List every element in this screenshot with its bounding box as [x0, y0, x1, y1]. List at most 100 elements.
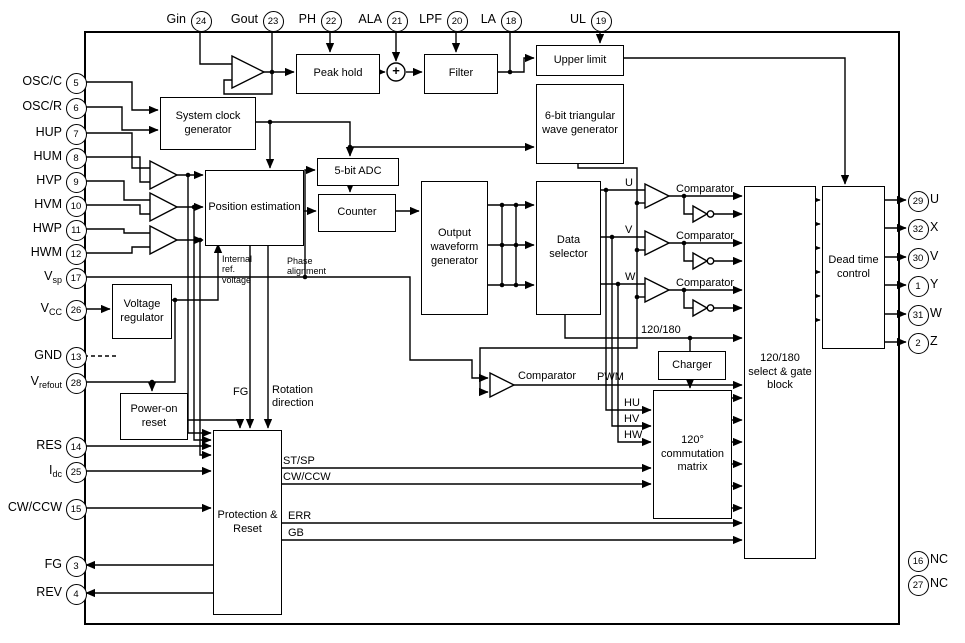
pin-circle: 28: [65, 372, 87, 394]
label-internal-ref: Internal ref. voltage: [222, 254, 253, 285]
pin-label-text: LA: [480, 12, 496, 26]
pin-label-text: U: [930, 192, 940, 206]
pin-circle: 4: [65, 583, 87, 605]
summing-node: [386, 62, 406, 82]
pin-label-text: V: [44, 269, 53, 283]
pin-label-text: OSC/R: [22, 99, 62, 113]
block-label: Peak hold: [313, 67, 363, 80]
pin-circle: 17: [65, 267, 87, 289]
pin-label-text: W: [930, 306, 942, 320]
pin-circle: 15: [65, 498, 87, 520]
pin-number: 11: [71, 224, 81, 236]
block-pos-est: Position estimation: [205, 170, 304, 246]
pin-number: 19: [595, 15, 607, 27]
pin-label-text: HUM: [33, 149, 62, 163]
pin-label: Z: [930, 334, 938, 348]
block-label: Data selector: [549, 234, 588, 260]
pin-label-text: UL: [570, 12, 586, 26]
pin-label: GND: [0, 348, 62, 362]
pin-circle: 7: [65, 123, 87, 145]
pin-label: CW/CCW: [0, 500, 62, 514]
pin-number: 10: [70, 200, 82, 212]
block-label: Dead time control: [828, 253, 879, 280]
label-comparator-pwm: Comparator: [518, 370, 577, 382]
pin-circle: 27: [907, 574, 929, 596]
pin-circle: 22: [320, 10, 342, 32]
pin-label-text: NC: [930, 576, 949, 590]
pin-circle: 2: [907, 332, 929, 354]
pin-label: UL: [542, 12, 586, 26]
pin-label-text: Y: [930, 277, 939, 291]
label-comparator-u: Comparator: [676, 183, 735, 195]
label-hv: HV: [624, 413, 640, 425]
pin-circle: 29: [907, 190, 929, 212]
inverter-u-bubble: [706, 210, 715, 218]
pin-label: PH: [272, 12, 316, 26]
pin-number: 12: [70, 248, 82, 260]
pin-circle: 6: [65, 97, 87, 119]
block-dead-time: Dead time control: [822, 186, 885, 349]
pin-number: 28: [70, 377, 82, 389]
pin-number: 17: [70, 272, 82, 284]
label-fg: FG: [233, 386, 249, 398]
pin-circle: 20: [446, 10, 468, 32]
pin-label-text: NC: [930, 552, 949, 566]
pin-label: HVM: [0, 197, 62, 211]
pin-number: 6: [73, 102, 79, 114]
label-comparator-w: Comparator: [676, 277, 735, 289]
pin-label-subscript: sp: [52, 275, 62, 285]
pin-label: X: [930, 220, 938, 234]
pin-number: 31: [912, 309, 924, 321]
block-label: System clock generator: [175, 109, 241, 136]
pin-label-text: Z: [930, 334, 938, 348]
pin-label-text: CW/CCW: [7, 500, 62, 514]
block-label: Protection & Reset: [217, 508, 278, 535]
pin-label: HWP: [0, 221, 62, 235]
pin-label: U: [930, 192, 939, 206]
pin-number: 30: [912, 252, 924, 264]
block-label: Counter: [337, 206, 377, 219]
block-filter: Filter: [424, 54, 498, 94]
pin-circle: 30: [907, 247, 929, 269]
pin-circle: 8: [65, 147, 87, 169]
pin-label: Y: [930, 277, 938, 291]
label-sig-v: V: [625, 224, 633, 236]
block-upper-limit: Upper limit: [536, 45, 624, 76]
pin-number: 3: [73, 560, 79, 572]
hall-amp-v-triangle: [149, 191, 179, 223]
pin-label: OSC/C: [0, 74, 62, 88]
pin-label: FG: [0, 557, 62, 571]
pin-circle: 16: [907, 550, 929, 572]
block-tri-gen: 6-bit triangular wave generator: [536, 84, 624, 164]
label-pwm: PWM: [597, 371, 624, 383]
block-label: 6-bit triangular wave generator: [542, 110, 618, 136]
pin-circle: 25: [65, 461, 87, 483]
pin-label-text: I: [49, 463, 53, 477]
pin-circle: 1: [907, 275, 929, 297]
block-owg: Output waveform generator: [421, 181, 488, 315]
block-protection: Protection & Reset: [213, 430, 282, 615]
label-cw-ccw: CW/CCW: [283, 471, 331, 483]
pin-circle: 14: [65, 436, 87, 458]
pin-circle: 13: [65, 346, 87, 368]
label-st-sp: ST/SP: [283, 455, 315, 467]
pin-label-text: HVM: [34, 197, 62, 211]
pin-label-text: Gin: [166, 12, 186, 26]
inverter-w-bubble: [706, 304, 715, 312]
block-label: 5-bit ADC: [334, 165, 382, 178]
block-label: Filter: [448, 67, 474, 80]
label-mode: 120/180: [641, 324, 681, 336]
pin-number: 5: [73, 77, 79, 89]
block-data-sel: Data selector: [536, 181, 601, 315]
pin-number: 29: [912, 195, 924, 207]
pin-label-subscript: refout: [38, 380, 62, 390]
label-sum-plus: +: [392, 63, 400, 78]
comparator-u-triangle: [644, 182, 671, 210]
top-amp-triangle: [231, 54, 266, 90]
block-power-on: Power-on reset: [120, 393, 188, 440]
block-adc: 5-bit ADC: [317, 158, 399, 186]
pin-circle: 11: [65, 219, 87, 241]
pin-label: VCC: [0, 301, 62, 317]
comparator-v-triangle: [644, 229, 671, 257]
label-comparator-v: Comparator: [676, 230, 735, 242]
